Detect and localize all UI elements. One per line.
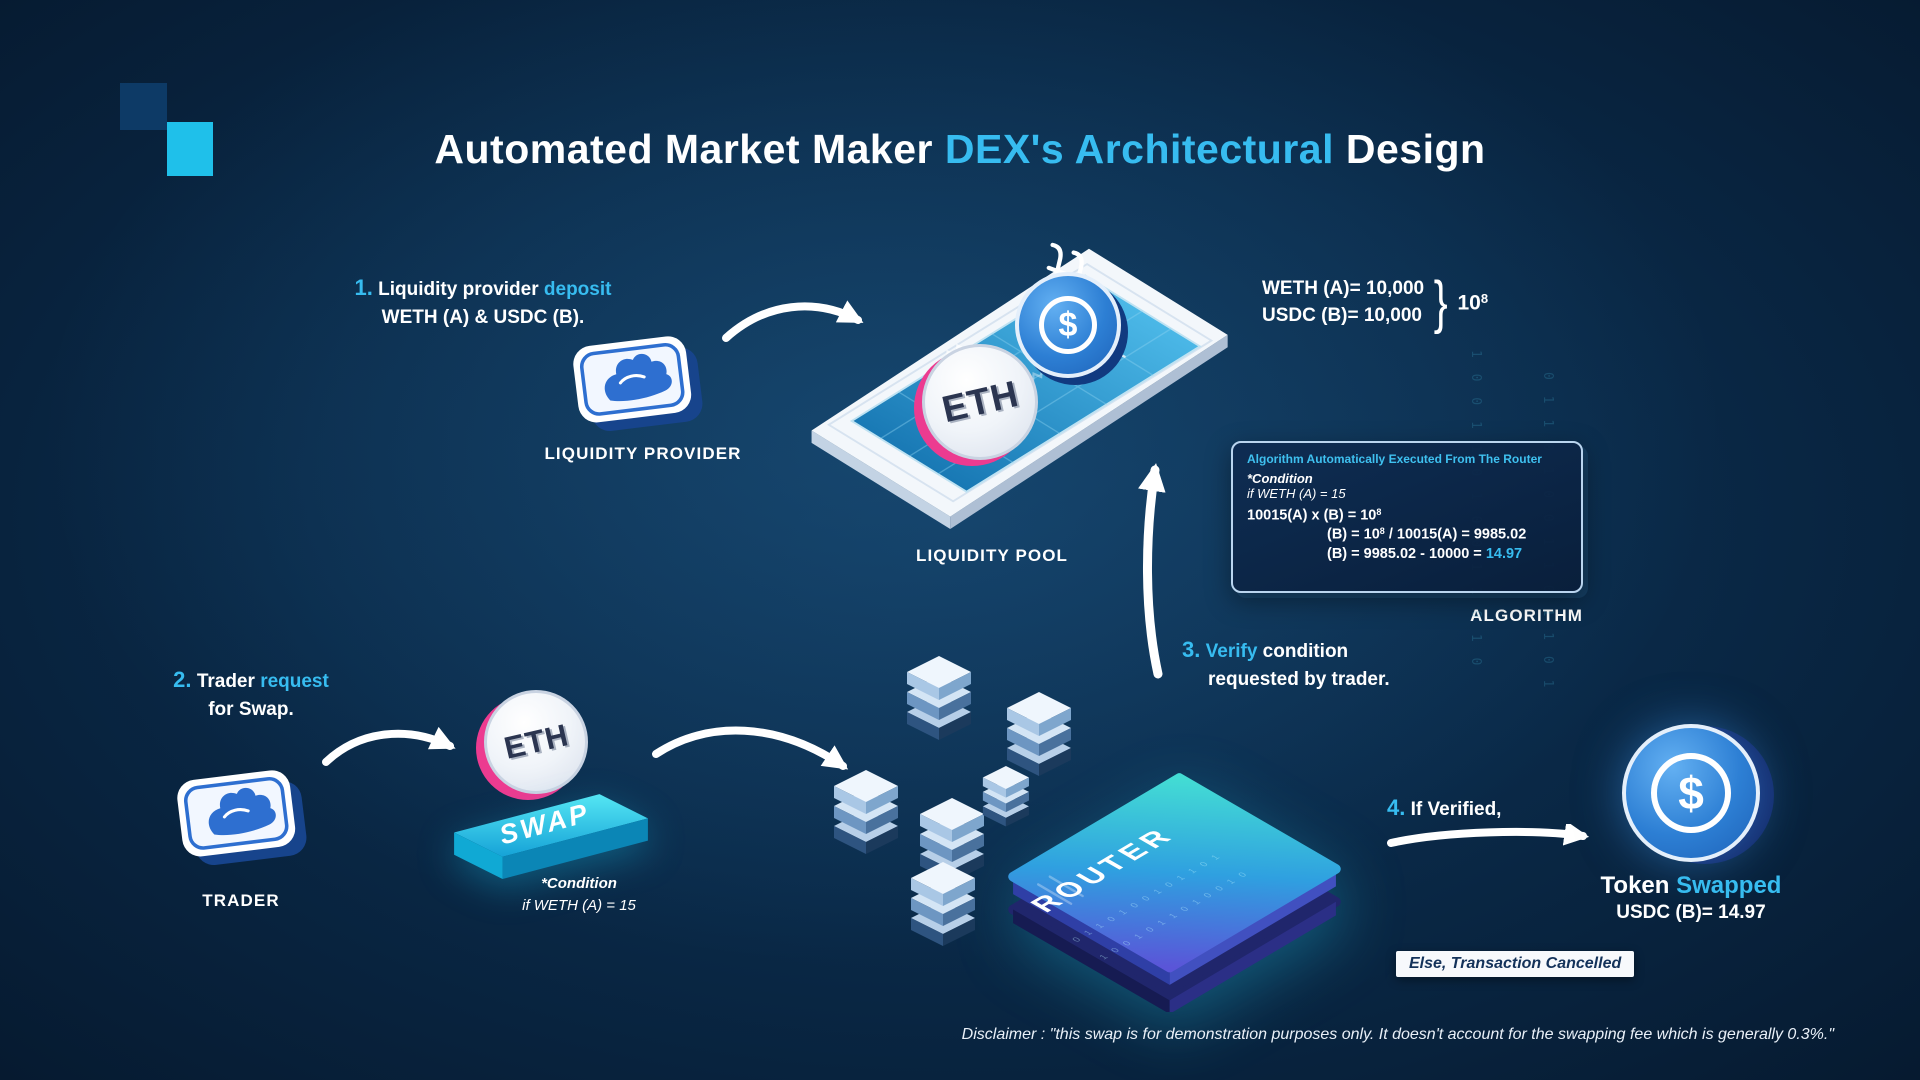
step-1-label: 1. Liquidity provider deposit WETH (A) &…	[333, 272, 633, 331]
step-1-line1: 1. Liquidity provider deposit	[333, 272, 633, 304]
reserve-usdc: USDC (B)= 10,000	[1262, 304, 1422, 326]
page-title: Automated Market Maker DEX's Architectur…	[0, 126, 1920, 173]
dollar-symbol: $	[1058, 305, 1078, 344]
algorithm-box: Algorithm Automatically Executed From Th…	[1231, 441, 1583, 593]
eth-coin-label: ETH	[937, 372, 1023, 431]
step-1-number: 1.	[354, 275, 373, 300]
liquidity-pool-label: LIQUIDITY POOL	[915, 546, 1069, 565]
algorithm-eq2: (B) = 108 / 10015(A) = 9985.02	[1327, 526, 1527, 543]
algorithm-eq3: (B) = 9985.02 - 10000 = 14.97	[1327, 545, 1523, 562]
token-swapped-result: Token Swapped USDC (B)= 14.97	[1563, 872, 1819, 924]
coin-face: $	[1622, 724, 1760, 862]
algorithm-condition-label: *Condition	[1247, 471, 1313, 486]
step-3-line2: requested by trader.	[1208, 668, 1390, 690]
swap-ramp: SWAP	[454, 794, 648, 879]
coin-face: ETH	[922, 344, 1038, 460]
wallet-icon	[177, 770, 307, 866]
title-pre: Automated Market Maker	[434, 126, 945, 172]
step-1-line2: WETH (A) & USDC (B).	[381, 306, 585, 328]
step-2-line1: 2. Trader request	[151, 664, 351, 696]
step-1-text: Liquidity provider	[378, 279, 544, 300]
step-3-number: 3.	[1182, 637, 1201, 662]
usdc-token-large: $	[1622, 724, 1774, 864]
router-illustration: 0 1 1 0 1 0 0 1 0 1 1 0 1 1 0 0 1 0 1 1 …	[1008, 773, 1341, 1012]
step-3-highlight: Verify	[1205, 641, 1258, 662]
usdc-logo-icon: $	[1651, 753, 1731, 833]
step-1-highlight: deposit	[543, 279, 612, 300]
arrow-request-icon	[322, 726, 456, 766]
token-amount: USDC (B)= 14.97	[1616, 902, 1766, 923]
usdc-logo-icon: $	[1039, 296, 1097, 354]
step-3-line1: 3. Verify condition	[1182, 634, 1482, 666]
wallet-icon	[573, 336, 703, 432]
arrow-verify-icon	[1138, 463, 1166, 679]
swapped-highlight: Swapped	[1676, 872, 1782, 899]
decor-square-cyan	[167, 122, 213, 176]
step-2-line2: for Swap.	[208, 698, 294, 720]
pool-reserves: WETH (A)= 10,000 USDC (B)= 10,000 } 108	[1262, 269, 1489, 335]
coin-face: ETH	[484, 690, 588, 794]
arrow-verified-icon	[1387, 824, 1590, 847]
swap-condition: *Condition if WETH (A) = 15	[498, 873, 660, 917]
constant-product: 108	[1457, 290, 1489, 315]
decor-square-dark	[120, 83, 167, 130]
title-highlight: DEX's Architectural	[944, 126, 1334, 172]
step-2-number: 2.	[173, 667, 192, 692]
disclaimer-text: Disclaimer : "this swap is for demonstra…	[961, 1026, 1834, 1043]
token-swapped-line: Token Swapped	[1600, 872, 1782, 899]
swap-condition-value: if WETH (A) = 15	[522, 896, 636, 914]
step-2-highlight: request	[260, 671, 329, 692]
usdc-coin: $	[1015, 272, 1128, 385]
step-2-label: 2. Trader request for Swap.	[151, 664, 351, 723]
step-4-label: 4. If Verified,	[1387, 792, 1501, 824]
trader-label: TRADER	[202, 891, 280, 910]
step-3-label: 3. Verify condition requested by trader.	[1182, 634, 1482, 693]
step-4-number: 4.	[1387, 795, 1406, 820]
dollar-symbol: $	[1678, 767, 1704, 819]
server-cluster	[834, 656, 1071, 946]
algorithm-result: 14.97	[1485, 545, 1523, 562]
arrow-deposit-icon	[722, 300, 864, 342]
algorithm-eq1: 10015(A) x (B) = 108	[1247, 507, 1382, 524]
eth-coin: ETH	[914, 344, 1038, 466]
reserve-weth: WETH (A)= 10,000	[1262, 278, 1425, 299]
algorithm-label: ALGORITHM	[1470, 606, 1583, 625]
title-post: Design	[1334, 126, 1486, 172]
step-2-text: Trader	[196, 671, 261, 692]
liquidity-provider-label: LIQUIDITY PROVIDER	[544, 444, 742, 463]
algorithm-box-title: Algorithm Automatically Executed From Th…	[1247, 452, 1542, 466]
liquidity-pool: $ ETH	[802, 240, 1242, 533]
step-3-text: condition	[1257, 641, 1349, 662]
coin-face: $	[1015, 272, 1121, 378]
brace-glyph: }	[1433, 269, 1448, 335]
eth-coin-label: ETH	[500, 717, 572, 766]
step-4-text: If Verified,	[1410, 799, 1502, 820]
else-transaction-cancelled-note: Else, Transaction Cancelled	[1396, 951, 1635, 977]
eth-coin: ETH	[476, 690, 588, 800]
swap-condition-label: *Condition	[541, 875, 617, 892]
algorithm-condition-value: if WETH (A) = 15	[1247, 486, 1346, 501]
arrow-swap-icon	[652, 726, 849, 770]
